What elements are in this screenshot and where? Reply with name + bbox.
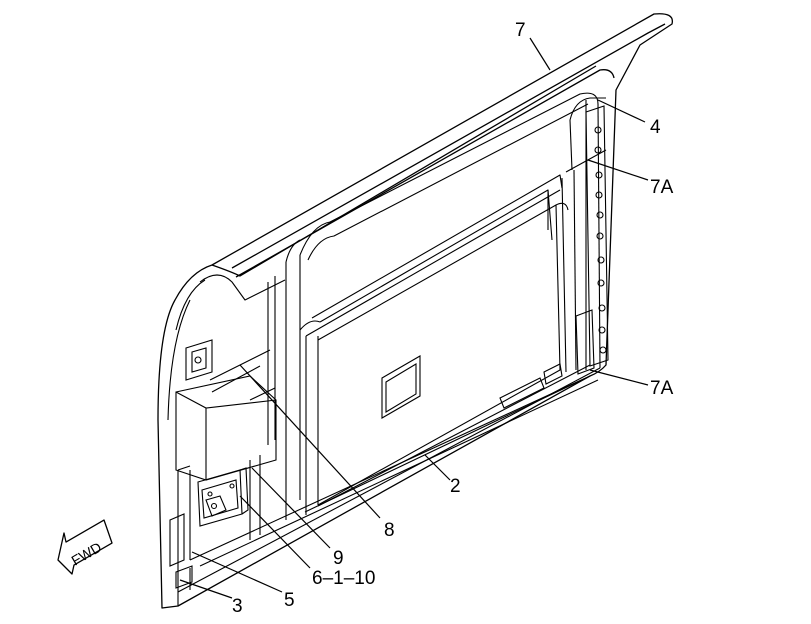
hinge-bolt-3 (595, 171, 603, 179)
callout-8: 8 (384, 520, 395, 541)
door-frame-structure (167, 92, 607, 606)
callout-7a-bottom: 7A (650, 378, 674, 399)
lower-corner-block (169, 513, 193, 589)
hinge-bolt-11 (599, 346, 607, 354)
hinge-strap (575, 105, 609, 375)
hinge-bolt-5 (596, 211, 604, 219)
hinge-bolt-10 (598, 326, 606, 334)
forward-arrow-icon (57, 519, 113, 575)
hinge-bolt-8 (597, 279, 605, 287)
hinge-bolt-2 (594, 146, 602, 154)
hinge-bolt-7 (597, 256, 605, 264)
hinge-bolt-1 (594, 126, 602, 134)
window-cutout (381, 355, 421, 419)
callout-3: 3 (232, 596, 243, 617)
callout-5: 5 (284, 590, 295, 611)
callout-6-1-10: 6–1–10 (312, 568, 375, 589)
fwd-direction-arrow: FWD (57, 519, 113, 575)
callout-labels: 7 4 7A 7A 2 8 9 6–1–10 5 3 (232, 20, 674, 617)
door-outer-skin (157, 13, 674, 609)
callout-9: 9 (333, 548, 344, 569)
callout-4: 4 (650, 117, 661, 138)
latch-bracket-upper (175, 339, 277, 481)
hinge-bolt-6 (596, 232, 604, 240)
callout-7a-top: 7A (650, 177, 674, 198)
hinge-bolt-4 (595, 191, 603, 199)
leader-lines (179, 37, 649, 599)
latch-mechanism (197, 467, 249, 527)
callout-7: 7 (515, 20, 526, 41)
callout-2: 2 (450, 476, 461, 497)
hinge-bolt-9 (598, 304, 606, 312)
lower-hardware (499, 363, 563, 409)
